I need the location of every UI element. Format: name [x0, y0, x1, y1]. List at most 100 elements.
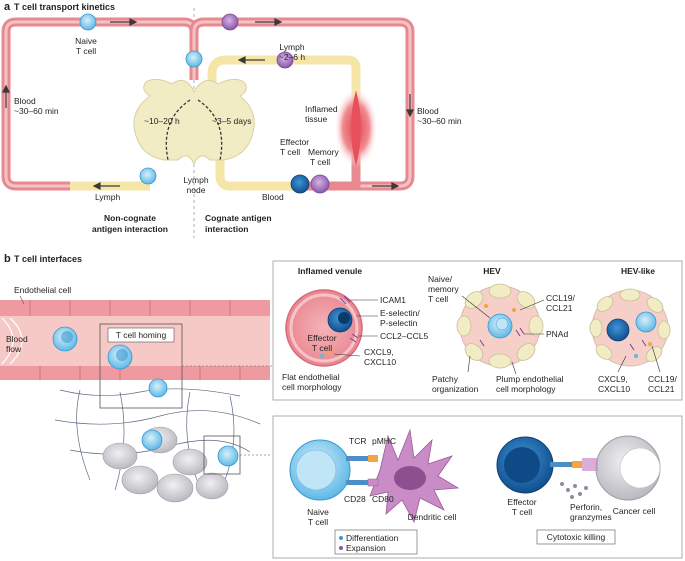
- hev-naive-label-1: Naive/: [428, 274, 453, 284]
- cancer-nucleus: [619, 447, 661, 489]
- priming-naive-label-2: T cell: [308, 517, 328, 527]
- pmhc-label: pMHC: [372, 436, 396, 446]
- lymph-bottom-label: Lymph: [95, 192, 120, 202]
- venule-molecules: [339, 295, 359, 343]
- hev-like-chemokine-2: [648, 342, 652, 346]
- blood-left-label-2: ~30–60 min: [14, 106, 59, 116]
- time-right-label: ~3–5 days: [212, 116, 251, 126]
- flow-arrows: [2, 18, 414, 190]
- memory-t-cell-top: [221, 13, 239, 31]
- perforin-label-2: granzymes: [570, 512, 612, 522]
- panel-a-letter: a: [4, 1, 11, 13]
- lymph-vessel-bottom: [215, 150, 300, 191]
- hev-like-effector: [606, 318, 630, 342]
- hev-like-cxcl-label-1: CXCL9,: [598, 374, 628, 384]
- cd80-label: CD80: [372, 494, 394, 504]
- killing-synapse: [582, 458, 598, 471]
- lymph-node-label-1: Lymph: [183, 175, 208, 185]
- cognate-label-1: Cognate antigen: [205, 213, 272, 223]
- priming-naive-label-1: Naive: [307, 507, 329, 517]
- venule-pointers: [333, 299, 378, 357]
- killing-effector-label-1: Effector: [507, 497, 536, 507]
- outcome-bullet-1: [339, 536, 343, 540]
- blood-left-label-1: Blood: [14, 96, 36, 106]
- lymph-top-label-1: Lymph: [279, 42, 304, 52]
- ccl-label: CCL2–CCL5: [380, 331, 428, 341]
- dendritic-label: Dendritic cell: [408, 512, 457, 522]
- priming-interaction: TCR pMHC CD28 CD80 Naive T cell Dendriti…: [289, 428, 460, 555]
- hev-like-title: HEV-like: [621, 266, 655, 276]
- memory-t-cell-lymph: [276, 51, 294, 69]
- endothelium-bottom: [0, 366, 270, 380]
- hev-chemokine-2: [484, 304, 488, 308]
- selectin-label-1: E-selectin/: [380, 308, 420, 318]
- hev-like-cells: [589, 288, 671, 362]
- hev-ccl-label-1: CCL19/: [546, 293, 575, 303]
- outcome-bullet-2: [339, 546, 343, 550]
- effector-label-1: Effector: [280, 137, 309, 147]
- hev-naive-label-3: T cell: [428, 294, 448, 304]
- cytotoxic-box: [536, 529, 616, 545]
- killing-interaction: Effector T cell Perforin, granzymes Canc…: [496, 435, 661, 545]
- cd28-label: CD28: [344, 494, 366, 504]
- inflamed-vessel: [351, 90, 361, 166]
- plump-label-2: cell morphology: [496, 384, 556, 394]
- endothelium-top: [0, 300, 270, 316]
- memory-t-cell: [310, 174, 330, 194]
- naive-t-cell-lymph: [139, 167, 157, 185]
- venule-effector-label-1: Effector: [307, 333, 336, 343]
- flat-label-2: cell morphology: [282, 382, 342, 392]
- hev-like-cxcl-label-2: CXCL10: [598, 384, 630, 394]
- panel-b-title: T cell interfaces: [14, 254, 82, 264]
- panel-a-title: T cell transport kinetics: [14, 2, 115, 12]
- granules: [560, 482, 588, 499]
- venule-endothelium: [289, 293, 359, 363]
- outcome-2: Expansion: [346, 543, 386, 553]
- selectin-label-2: P-selectin: [380, 318, 418, 328]
- hev-naive-label-2: memory: [428, 284, 459, 294]
- hev-chemokine: [512, 308, 516, 312]
- t-cell-rolling-nucleus: [116, 349, 128, 361]
- inflamed-label-1: Inflamed: [305, 104, 338, 114]
- endothelial-seams: [29, 300, 241, 380]
- venule-wall: [285, 289, 363, 367]
- blood-flow-label-1: Blood: [6, 334, 28, 344]
- venule-effector-nucleus: [338, 312, 350, 324]
- lymph-top-label-2: ~2–6 h: [279, 52, 306, 62]
- hev-like-ccl-label-2: CCL21: [648, 384, 675, 394]
- hev-naive-nucleus: [495, 317, 509, 331]
- plump-label-1: Plump endothelial: [496, 374, 564, 384]
- endothelial-pointer: [19, 295, 25, 305]
- patchy-label-1: Patchy: [432, 374, 459, 384]
- inflamed-venule: Inflamed venule ICAM1 E-selectin/ P-sele…: [282, 266, 428, 392]
- cancer-label: Cancer cell: [613, 506, 656, 516]
- patchy-label-2: organization: [432, 384, 479, 394]
- panel-a: a T cell transport kinetics: [1, 1, 462, 238]
- killing-effector-label-2: T cell: [512, 507, 532, 517]
- extracellular-matrix: [54, 388, 261, 491]
- hev-like-naive: [635, 311, 657, 333]
- effector-t-cell: [290, 174, 310, 194]
- homing-label: T cell homing: [116, 330, 167, 340]
- panel-b: b T cell interfaces: [0, 253, 683, 559]
- lymph-node-label-2: node: [187, 185, 206, 195]
- blood-vessel-right-lumen: [192, 20, 412, 188]
- inflamed-venule-title: Inflamed venule: [298, 266, 363, 276]
- memory-label-2: T cell: [310, 157, 330, 167]
- blood-right-label-2: ~30–60 min: [417, 116, 462, 126]
- venule-cxcl-label-2: CXCL10: [364, 357, 396, 367]
- blood-right-label-1: Blood: [417, 106, 439, 116]
- hev-like: HEV-like CXCL9, CXCL1: [589, 266, 677, 394]
- cytotoxic-label: Cytotoxic killing: [547, 532, 606, 542]
- flat-label-1: Flat endothelial: [282, 372, 340, 382]
- hev-like-chemokine: [634, 354, 638, 358]
- lymph-node: [133, 78, 255, 166]
- venule-cxcl-label-1: CXCL9,: [364, 347, 394, 357]
- hev-pointers: [461, 295, 545, 375]
- hev-plump-cells: [456, 283, 544, 369]
- blood-bottom-label: Blood: [262, 192, 284, 202]
- node-path-left: [165, 99, 191, 161]
- naive-label-2: T cell: [76, 46, 96, 56]
- t-cell-transmigrating: [148, 378, 168, 398]
